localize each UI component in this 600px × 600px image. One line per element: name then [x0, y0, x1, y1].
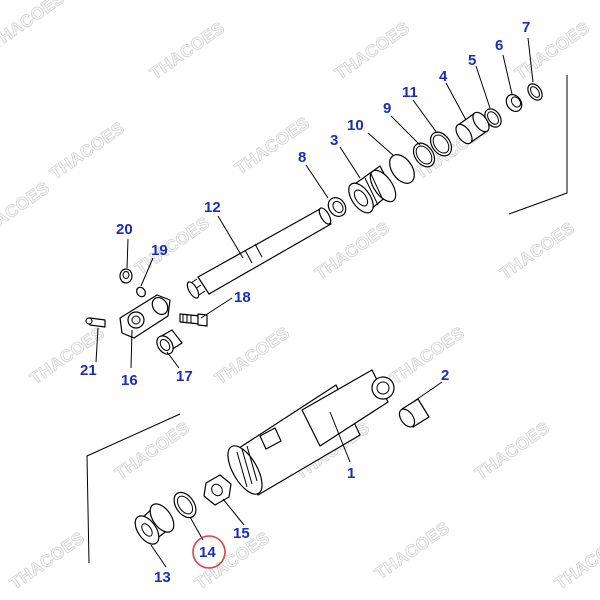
- watermark-text: THACOES: [386, 323, 468, 388]
- rod-eye-16: [119, 294, 171, 339]
- callout-16: 16: [121, 372, 138, 389]
- callout-14: 14: [199, 544, 216, 561]
- bushing-17: [156, 329, 183, 355]
- piston-rod-12: [186, 207, 332, 299]
- callout-13: 13: [154, 569, 171, 586]
- watermark-text: THACOES: [131, 213, 213, 278]
- cylinder-body-1: [227, 369, 395, 496]
- callout-19: 19: [151, 242, 168, 259]
- watermark-text: THACOES: [471, 418, 553, 483]
- watermark-text: THACOES: [371, 518, 453, 583]
- callout-5: 5: [468, 52, 476, 69]
- watermark-text: THACOES: [496, 218, 578, 283]
- callout-15: 15: [233, 525, 250, 542]
- leader-lines: [95, 37, 534, 568]
- watermark-text: THACOES: [111, 418, 193, 483]
- nut-20: [119, 268, 133, 284]
- nut-15: [203, 474, 232, 506]
- callout-10: 10: [347, 117, 364, 134]
- watermark-text: THACOES: [6, 528, 88, 593]
- upper-group-bracket: [508, 75, 568, 215]
- callout-17: 17: [176, 368, 193, 385]
- nut-8: [327, 197, 347, 217]
- callout-8: 8: [298, 149, 306, 166]
- watermark-text: THACOES: [211, 323, 293, 388]
- watermark-text: THACOES: [551, 528, 600, 593]
- grease-fitting-21: [85, 317, 106, 328]
- callout-6: 6: [495, 37, 503, 54]
- callout-7: 7: [522, 19, 530, 36]
- ring-7: [527, 83, 543, 101]
- ring-9: [412, 142, 436, 168]
- callout-21: 21: [80, 362, 97, 379]
- callout-2: 2: [441, 367, 449, 384]
- callout-labels: 1 2 3 4 5 6 7 8 9 10 11 12 13 14 15 16 1…: [80, 19, 530, 586]
- pin-bushing-2: [398, 398, 430, 428]
- watermark-text: THACOES: [331, 18, 413, 83]
- nut-6: [505, 94, 523, 112]
- lower-group-bracket: [86, 413, 181, 564]
- callout-12: 12: [204, 199, 221, 216]
- bolt-18: [179, 313, 208, 327]
- group-boundary-lines: [86, 75, 568, 564]
- gland-3: [348, 165, 397, 214]
- snap-ring-19: [136, 286, 146, 298]
- callout-11: 11: [402, 84, 418, 101]
- piston-13: [134, 503, 175, 545]
- seal-11: [429, 131, 453, 157]
- highlight-ring-14: [192, 535, 226, 569]
- callout-9: 9: [383, 100, 391, 117]
- watermark-text: THACOES: [0, 178, 53, 243]
- watermark-text: THACOES: [231, 113, 313, 178]
- callout-1: 1: [347, 465, 355, 482]
- watermark-text: THACOES: [146, 18, 228, 83]
- ring-14: [173, 491, 197, 519]
- watermark-text: THACOES: [0, 0, 68, 53]
- callout-4: 4: [439, 68, 448, 85]
- callout-3: 3: [330, 132, 338, 149]
- callout-18: 18: [234, 289, 251, 306]
- o-ring-10: [389, 154, 415, 184]
- callout-20: 20: [116, 221, 133, 238]
- bushing-4: [455, 111, 490, 145]
- watermark-text: THACOES: [46, 118, 128, 183]
